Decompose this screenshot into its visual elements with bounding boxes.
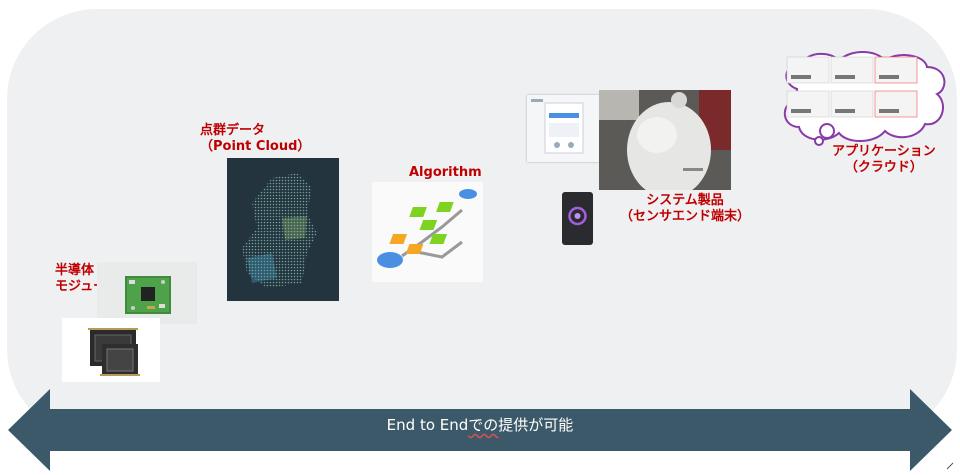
arrow-caption: End to Endでの提供が可能 [0,414,960,435]
point-cloud-label: 点群データ （Point Cloud） [200,123,310,155]
point-cloud-image [227,158,339,301]
system-products-label-line2: （センサエンド端末） [620,209,751,224]
end-to-end-arrow [8,389,952,471]
arrow-caption-suffix: 提供が可能 [498,416,574,434]
semiconductor-label-line1: 半導体 [55,263,95,278]
app-cloud-image [777,49,952,149]
arrow-caption-prefix: End to End [386,416,469,434]
system-products-label-line1: システム製品 [646,193,724,208]
application-label: アプリケーション （クラウド） [832,144,936,176]
chips-image [62,318,160,382]
module-board-image [97,262,197,324]
application-label-line2: （クラウド） [844,160,923,175]
corner-mark-icon [946,462,954,470]
sensor-photo-image [599,90,731,190]
algorithm-label: Algorithm [409,165,482,180]
algorithm-flowchart-image [372,182,483,282]
point-cloud-label-line2: （Point Cloud） [200,139,311,154]
system-products-label: システム製品 （センサエンド端末） [620,193,750,225]
card-reader-image [562,192,593,245]
tablet-device-image [527,95,600,162]
application-label-line1: アプリケーション [832,144,936,159]
arrow-caption-underlined: での [468,416,499,434]
point-cloud-label-line1: 点群データ [200,123,266,138]
